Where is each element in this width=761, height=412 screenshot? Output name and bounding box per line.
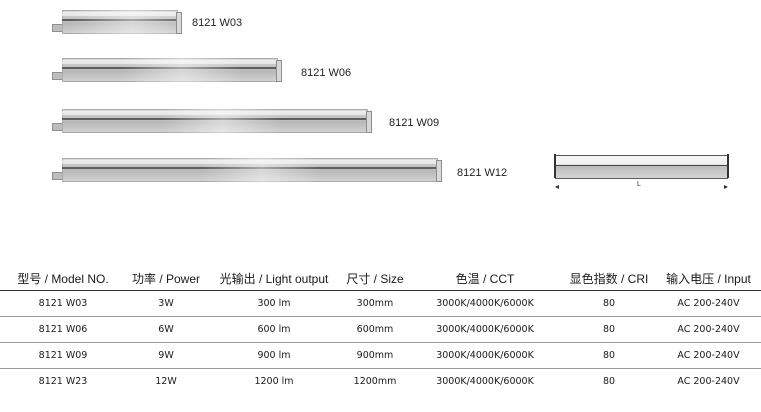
table-row: 8121 W23 12W 1200 lm 1200mm 3000K/4000K/… bbox=[0, 369, 761, 395]
header-size: 尺寸 / Size bbox=[342, 266, 408, 291]
cell-input: AC 200-240V bbox=[677, 376, 740, 387]
cell-input: AC 200-240V bbox=[656, 342, 761, 369]
cell-size: 900mm bbox=[342, 342, 408, 369]
cell-light-output: 1200 lm bbox=[254, 376, 294, 387]
arrow-right-icon bbox=[724, 185, 728, 189]
table-row: 8121 W06 6W 600 lm 600mm 3000K/4000K/600… bbox=[0, 316, 761, 343]
table-row: 8121 W03 3W 300 lm 300mm 3000K/4000K/600… bbox=[0, 290, 761, 317]
cell-size: 1200mm bbox=[353, 376, 397, 387]
cell-power: 12W bbox=[155, 376, 177, 387]
table-row: 8121 W09 9W 900 lm 900mm 3000K/4000K/600… bbox=[0, 342, 761, 369]
header-cct: 色温 / CCT bbox=[408, 266, 562, 291]
spec-table: 型号 / Model NO. 功率 / Power 光输出 / Light ou… bbox=[0, 266, 761, 394]
diagram-end-left bbox=[554, 154, 556, 178]
table-header-row: 型号 / Model NO. 功率 / Power 光输出 / Light ou… bbox=[0, 266, 761, 291]
cell-cct: 3000K/4000K/6000K bbox=[408, 290, 562, 317]
header-light-output: 光输出 / Light output bbox=[206, 266, 342, 291]
header-power: 功率 / Power bbox=[126, 266, 206, 291]
cell-power: 9W bbox=[126, 342, 206, 369]
product-label-w09: 8121 W09 bbox=[389, 117, 440, 129]
length-label: L bbox=[637, 181, 641, 188]
dimension-diagram: L bbox=[553, 154, 730, 194]
cell-model: 8121 W03 bbox=[0, 290, 126, 317]
cell-cct: 3000K/4000K/6000K bbox=[436, 376, 534, 387]
cell-light-output: 600 lm bbox=[206, 316, 342, 343]
cell-power: 3W bbox=[126, 290, 206, 317]
diagram-end-right bbox=[727, 154, 729, 178]
cell-power: 6W bbox=[126, 316, 206, 343]
cell-cct: 3000K/4000K/6000K bbox=[408, 316, 562, 343]
cell-size: 300mm bbox=[342, 290, 408, 317]
product-label-w06: 8121 W06 bbox=[301, 67, 352, 79]
arrow-left-icon bbox=[555, 185, 559, 189]
cell-model: 8121 W23 bbox=[38, 376, 88, 387]
cell-light-output: 300 lm bbox=[206, 290, 342, 317]
cell-light-output: 900 lm bbox=[206, 342, 342, 369]
cell-input: AC 200-240V bbox=[656, 290, 761, 317]
cell-size: 600mm bbox=[342, 316, 408, 343]
cell-input: AC 200-240V bbox=[656, 316, 761, 343]
cell-cri: 80 bbox=[562, 316, 656, 343]
header-model: 型号 / Model NO. bbox=[0, 266, 126, 291]
cell-cri: 80 bbox=[562, 342, 656, 369]
product-label-w12: 8121 W12 bbox=[457, 167, 508, 179]
cell-cct: 3000K/4000K/6000K bbox=[408, 342, 562, 369]
cell-cri: 80 bbox=[562, 290, 656, 317]
header-cri: 显色指数 / CRI bbox=[562, 266, 656, 291]
cell-cri: 80 bbox=[602, 376, 616, 387]
diagram-body bbox=[555, 155, 728, 179]
cell-model: 8121 W09 bbox=[0, 342, 126, 369]
product-label-w03: 8121 W03 bbox=[192, 17, 243, 29]
cell-model: 8121 W06 bbox=[0, 316, 126, 343]
header-input: 输入电压 / Input bbox=[656, 266, 761, 291]
